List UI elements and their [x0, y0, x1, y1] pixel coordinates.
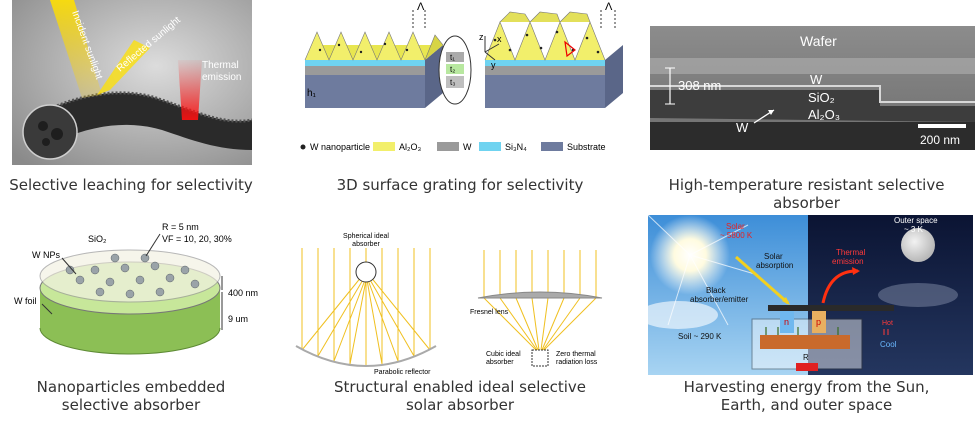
leached-surface	[32, 92, 252, 150]
h1-label: h₁	[307, 88, 317, 99]
legend-si3n4: Si₃N₄	[505, 142, 527, 152]
wnps-label: W NPs	[32, 250, 60, 260]
caption-6-line-2: Earth, and outer space	[720, 396, 893, 414]
soil-layer	[760, 335, 850, 349]
legend: W nanoparticle Al₂O₃ W Si₃N₄ Substrate	[300, 142, 606, 152]
fresnel-lens	[477, 291, 603, 299]
caption-5: Structural enabled ideal selective solar…	[300, 378, 620, 414]
t2-label: t₂	[450, 65, 455, 74]
axis-y-label: y	[491, 60, 496, 70]
t1-label: t₁	[450, 53, 455, 62]
moon	[901, 228, 935, 262]
incident-beam	[50, 0, 102, 98]
solar-arrow	[735, 255, 789, 305]
resistor-label: R	[803, 353, 809, 362]
scale-label: 200 nm	[920, 133, 960, 147]
panel-surface-grating: Λ Λ h₁ t₁ t₂ t₃ z x y W nanoparticle Al₂…	[295, 0, 630, 165]
sio2-layer	[39, 249, 221, 303]
legend-substrate: Substrate	[567, 142, 606, 152]
cool-label: Cool	[880, 340, 897, 349]
thermal-beam	[178, 60, 202, 120]
caption-3: High-temperature resistant selective abs…	[668, 176, 945, 212]
panel-sem-image: Wafer 308 nm W SiO₂ Al₂O₃ W 200 nm	[650, 26, 975, 150]
caption-4-line-1: Nanoparticles embedded	[36, 378, 226, 396]
outer-space-label: Outer space~ 3 K	[894, 216, 938, 234]
vf-label: VF = 10, 20, 30%	[162, 234, 232, 244]
substrate-left	[305, 75, 425, 108]
n-leg	[780, 311, 794, 333]
lambda-right-label: Λ	[605, 1, 613, 13]
sio2-label: SiO₂	[808, 90, 835, 105]
grating-illustration: Λ Λ h₁ t₁ t₂ t₃ z x y W nanoparticle Al₂…	[300, 1, 623, 152]
nanoparticles	[318, 30, 600, 54]
w-arrow-label: W	[736, 120, 749, 135]
scale-bar	[918, 124, 966, 128]
axis-x-label: x	[497, 34, 502, 44]
wfoil-label: W foil	[14, 296, 37, 306]
thickness-9-label: 9 um	[228, 314, 248, 324]
caption-5-line-1: Structural enabled ideal selective	[333, 378, 587, 396]
reflected-beam	[97, 40, 150, 95]
zoom-inset	[22, 104, 78, 160]
nanoparticle-illustration: SiO₂ R = 5 nm VF = 10, 20, 30% W NPs 400…	[14, 222, 258, 355]
caption-2: 3D surface grating for selectivity	[336, 176, 584, 194]
hot-label: Hot	[882, 320, 893, 327]
radius-label: R = 5 nm	[162, 222, 199, 232]
grating-right	[484, 21, 606, 61]
black-absorber	[768, 305, 894, 311]
caption-6-line-1: Harvesting energy from the Sun,	[683, 378, 930, 396]
left-rays	[301, 248, 431, 366]
load-resistor	[796, 363, 818, 371]
legend-w: W	[463, 142, 472, 152]
spherical-absorber	[355, 261, 377, 283]
parabolic-reflector	[295, 345, 437, 367]
leaching-illustration: Incident sunlight Reflected sunlight The…	[12, 0, 253, 165]
right-rays	[483, 250, 597, 351]
lambda-left-label: Λ	[417, 1, 425, 13]
w-layer-label: W	[810, 72, 823, 87]
solar-temp-label: Solar~ 5800 K	[720, 222, 753, 240]
panel-nanoparticles: SiO₂ R = 5 nm VF = 10, 20, 30% W NPs 400…	[10, 218, 260, 368]
caption-4-line-2: selective absorber	[61, 396, 201, 414]
panel-selective-leaching: Incident sunlight Reflected sunlight The…	[12, 0, 253, 165]
axis-z-label: z	[479, 32, 484, 42]
wafer-label: Wafer	[800, 33, 837, 49]
grating-left	[304, 31, 426, 61]
al2o3-label: Al₂O₃	[808, 107, 840, 122]
soil-temp-label: Soil ~ 290 K	[678, 332, 722, 341]
caption-5-line-2: solar absorber	[405, 396, 515, 414]
fresnel-label: Fresnel lens	[470, 309, 509, 316]
caption-6: Harvesting energy from the Sun, Earth, a…	[636, 378, 977, 414]
p-leg	[812, 311, 826, 333]
thickness-label: 308 nm	[678, 78, 721, 93]
w-nanoparticles	[65, 253, 200, 299]
sio2-label: SiO₂	[88, 234, 107, 244]
caption-4: Nanoparticles embedded selective absorbe…	[0, 378, 262, 414]
legend-al2o3: Al₂O₃	[399, 142, 421, 152]
cubic-absorber	[531, 349, 549, 367]
p-label: p	[816, 317, 821, 327]
caption-1: Selective leaching for selectivity	[9, 176, 253, 194]
legend-w-nanoparticle: W nanoparticle	[310, 142, 370, 152]
n-label: n	[784, 317, 789, 327]
thickness-400-label: 400 nm	[228, 288, 258, 298]
substrate-right	[485, 75, 605, 108]
sem-micrograph: Wafer 308 nm W SiO₂ Al₂O₃ W 200 nm	[650, 26, 975, 150]
t3-label: t₃	[450, 78, 455, 87]
parabolic-label: Parabolic reflector	[374, 369, 431, 376]
